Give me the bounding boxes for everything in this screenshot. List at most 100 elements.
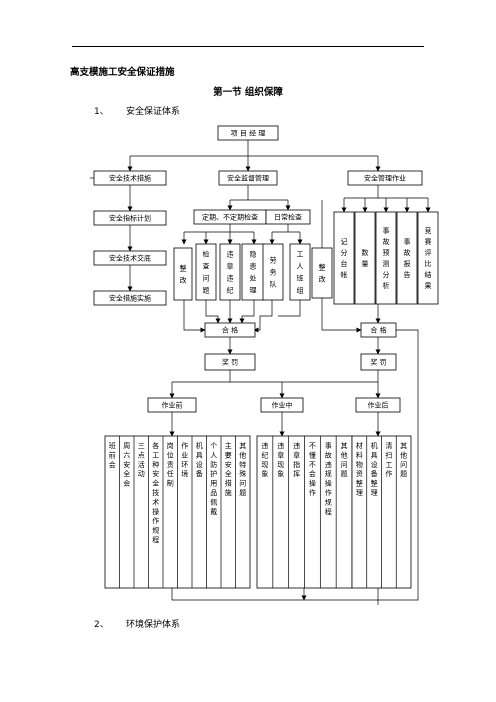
during-item-5: 其他问题 [341, 442, 348, 478]
quantity-box: 数量 [354, 211, 376, 305]
connector-line [205, 300, 221, 324]
connector-line [396, 329, 419, 588]
safety-index-plan-box-label: 安全指标计划 [109, 214, 151, 223]
periodic-inspection-box-label: 定期、不定期检查 [202, 213, 258, 222]
phase-during-box: 作业中 [260, 397, 304, 413]
before-item-2: 三点活动 [138, 442, 145, 478]
before-item-9: 其他特殊问题 [239, 442, 246, 497]
violation-box-label: 违章违纪 [227, 251, 234, 295]
quantity-box-label: 数量 [362, 248, 369, 268]
daily-inspection-box: 日常检查 [265, 209, 311, 225]
after-items-grid [351, 435, 412, 589]
before-item-5: 作业环境 [181, 441, 188, 478]
hazard-handling-box-label: 隐患处理 [250, 250, 257, 295]
connector-line [321, 298, 362, 333]
section-title: 第一节 组织保障 [213, 87, 283, 98]
during-item-2: 违章指挥 [293, 442, 300, 478]
before-item-2-label: 三点活动 [138, 442, 145, 478]
after-item-3: 其他问题 [400, 442, 407, 478]
after-item-0-label: 材料物资整理 [356, 441, 363, 497]
connector-lines [90, 140, 431, 605]
before-item-6: 机具设备 [196, 441, 203, 478]
phase-after-box-label: 作业后 [368, 401, 389, 410]
after-item-0: 材料物资整理 [356, 441, 363, 497]
after-item-1-label: 机具设备整理 [371, 441, 378, 497]
during-item-1-label: 违章现象 [277, 442, 284, 478]
worker-crew-box-label: 工人班组 [297, 251, 304, 295]
before-item-1-label: 周六安全会 [123, 442, 130, 488]
safety-supervision-box: 安全监督管理 [218, 170, 278, 186]
safety-index-plan-box: 安全指标计划 [93, 210, 167, 226]
before-item-4: 岗位责任制 [167, 442, 174, 488]
before-item-7: 个人防护用品佩戴 [210, 442, 217, 516]
safety-tech-briefing-box-label: 安全技术交底 [109, 254, 151, 263]
safety-management-box-label: 安全管理作业 [364, 174, 406, 183]
connector-line [239, 300, 255, 324]
inspection-issue-box-label: 检查问题 [203, 250, 210, 295]
during-item-0: 违纪现象 [261, 442, 268, 478]
header-rule [72, 46, 424, 47]
before-item-8: 主要安全措施 [225, 441, 232, 497]
hazard-handling-box: 隐患处理 [241, 243, 265, 301]
phase-before-box-label: 作业前 [162, 401, 183, 410]
reward-right-box: 奖 罚 [360, 353, 397, 371]
reward-right-box-label: 奖 罚 [370, 358, 386, 367]
project-manager-box-label: 项 目 经 理 [231, 129, 266, 138]
inspection-issue-box: 检查问题 [195, 243, 217, 301]
periodic-inspection-box: 定期、不定期检查 [193, 209, 267, 225]
accident-forecast-box-label: 事故预测分析 [383, 226, 390, 290]
before-item-7-label: 个人防护用品佩戴 [210, 442, 217, 516]
during-item-4-label: 事故违规操作规程 [325, 441, 332, 516]
rectify-right-box: 整改 [311, 247, 333, 299]
before-item-9-label: 其他特殊问题 [239, 442, 246, 497]
phase-after-box: 作业后 [355, 397, 401, 413]
list-item: 2、环境保护体系 [94, 617, 180, 630]
after-item-2: 清扫工作 [385, 441, 392, 478]
during-item-3-label: 不懂不会操作 [309, 442, 316, 497]
document-title: 高支模施工安全保证措施 [70, 67, 175, 78]
reward-left-box-label: 奖 罚 [222, 358, 238, 367]
item-number: 1、 [94, 107, 109, 117]
item-label: 安全保证体系 [126, 107, 181, 117]
worker-crew-box: 工人班组 [289, 243, 311, 301]
labor-team-box-label: 劳务队 [270, 256, 277, 289]
safety-tech-measures-box: 安全技术措施 [93, 170, 167, 186]
item-label: 环境保护体系 [126, 620, 181, 630]
after-item-3-label: 其他问题 [400, 442, 407, 478]
before-item-3-label: 各工种安全技术操作规程 [152, 441, 159, 544]
list-item: 1、 安全保证体系 [94, 104, 180, 117]
pass-left-box: 合 格 [204, 322, 256, 338]
accident-report-box-label: 事故报告 [404, 237, 411, 279]
safety-tech-briefing-box: 安全技术交底 [93, 250, 167, 266]
accident-forecast-box: 事故预测分析 [375, 211, 397, 305]
violation-box: 违章违纪 [219, 243, 241, 301]
safety-management-box: 安全管理作业 [347, 170, 423, 186]
labor-team-box: 劳务队 [262, 243, 284, 301]
during-item-1: 违章现象 [277, 442, 284, 478]
during-item-4: 事故违规操作规程 [325, 441, 332, 516]
before-item-0-label: 班前会 [109, 441, 116, 469]
during-item-3: 不懂不会操作 [309, 442, 316, 497]
phase-during-box-label: 作业中 [272, 401, 293, 410]
score-ledger-box: 记分台帐 [333, 211, 355, 305]
pass-right-box: 合 格 [360, 322, 397, 338]
before-item-0: 班前会 [109, 441, 116, 469]
before-item-1: 周六安全会 [123, 442, 130, 488]
after-item-2-label: 清扫工作 [385, 441, 392, 478]
connector-line [278, 300, 301, 317]
competition-result-box: 竞赛评比结果 [417, 211, 439, 305]
score-ledger-box-label: 记分台帐 [341, 238, 348, 279]
reward-left-box: 奖 罚 [204, 353, 256, 371]
rectify-left-box-label: 整改 [180, 264, 187, 285]
before-item-3: 各工种安全技术操作规程 [152, 441, 159, 544]
safety-measure-implement-box-label: 安全措施实施 [109, 294, 151, 303]
safety-tech-measures-box-label: 安全技术措施 [109, 174, 151, 183]
during-item-2-label: 违章指挥 [293, 442, 300, 478]
during-items-grid [256, 435, 353, 589]
phase-before-box: 作业前 [147, 397, 197, 413]
connector-line [171, 588, 419, 601]
connector-line [183, 300, 206, 333]
before-item-6-label: 机具设备 [196, 441, 203, 478]
pass-right-box-label: 合 格 [370, 326, 386, 335]
